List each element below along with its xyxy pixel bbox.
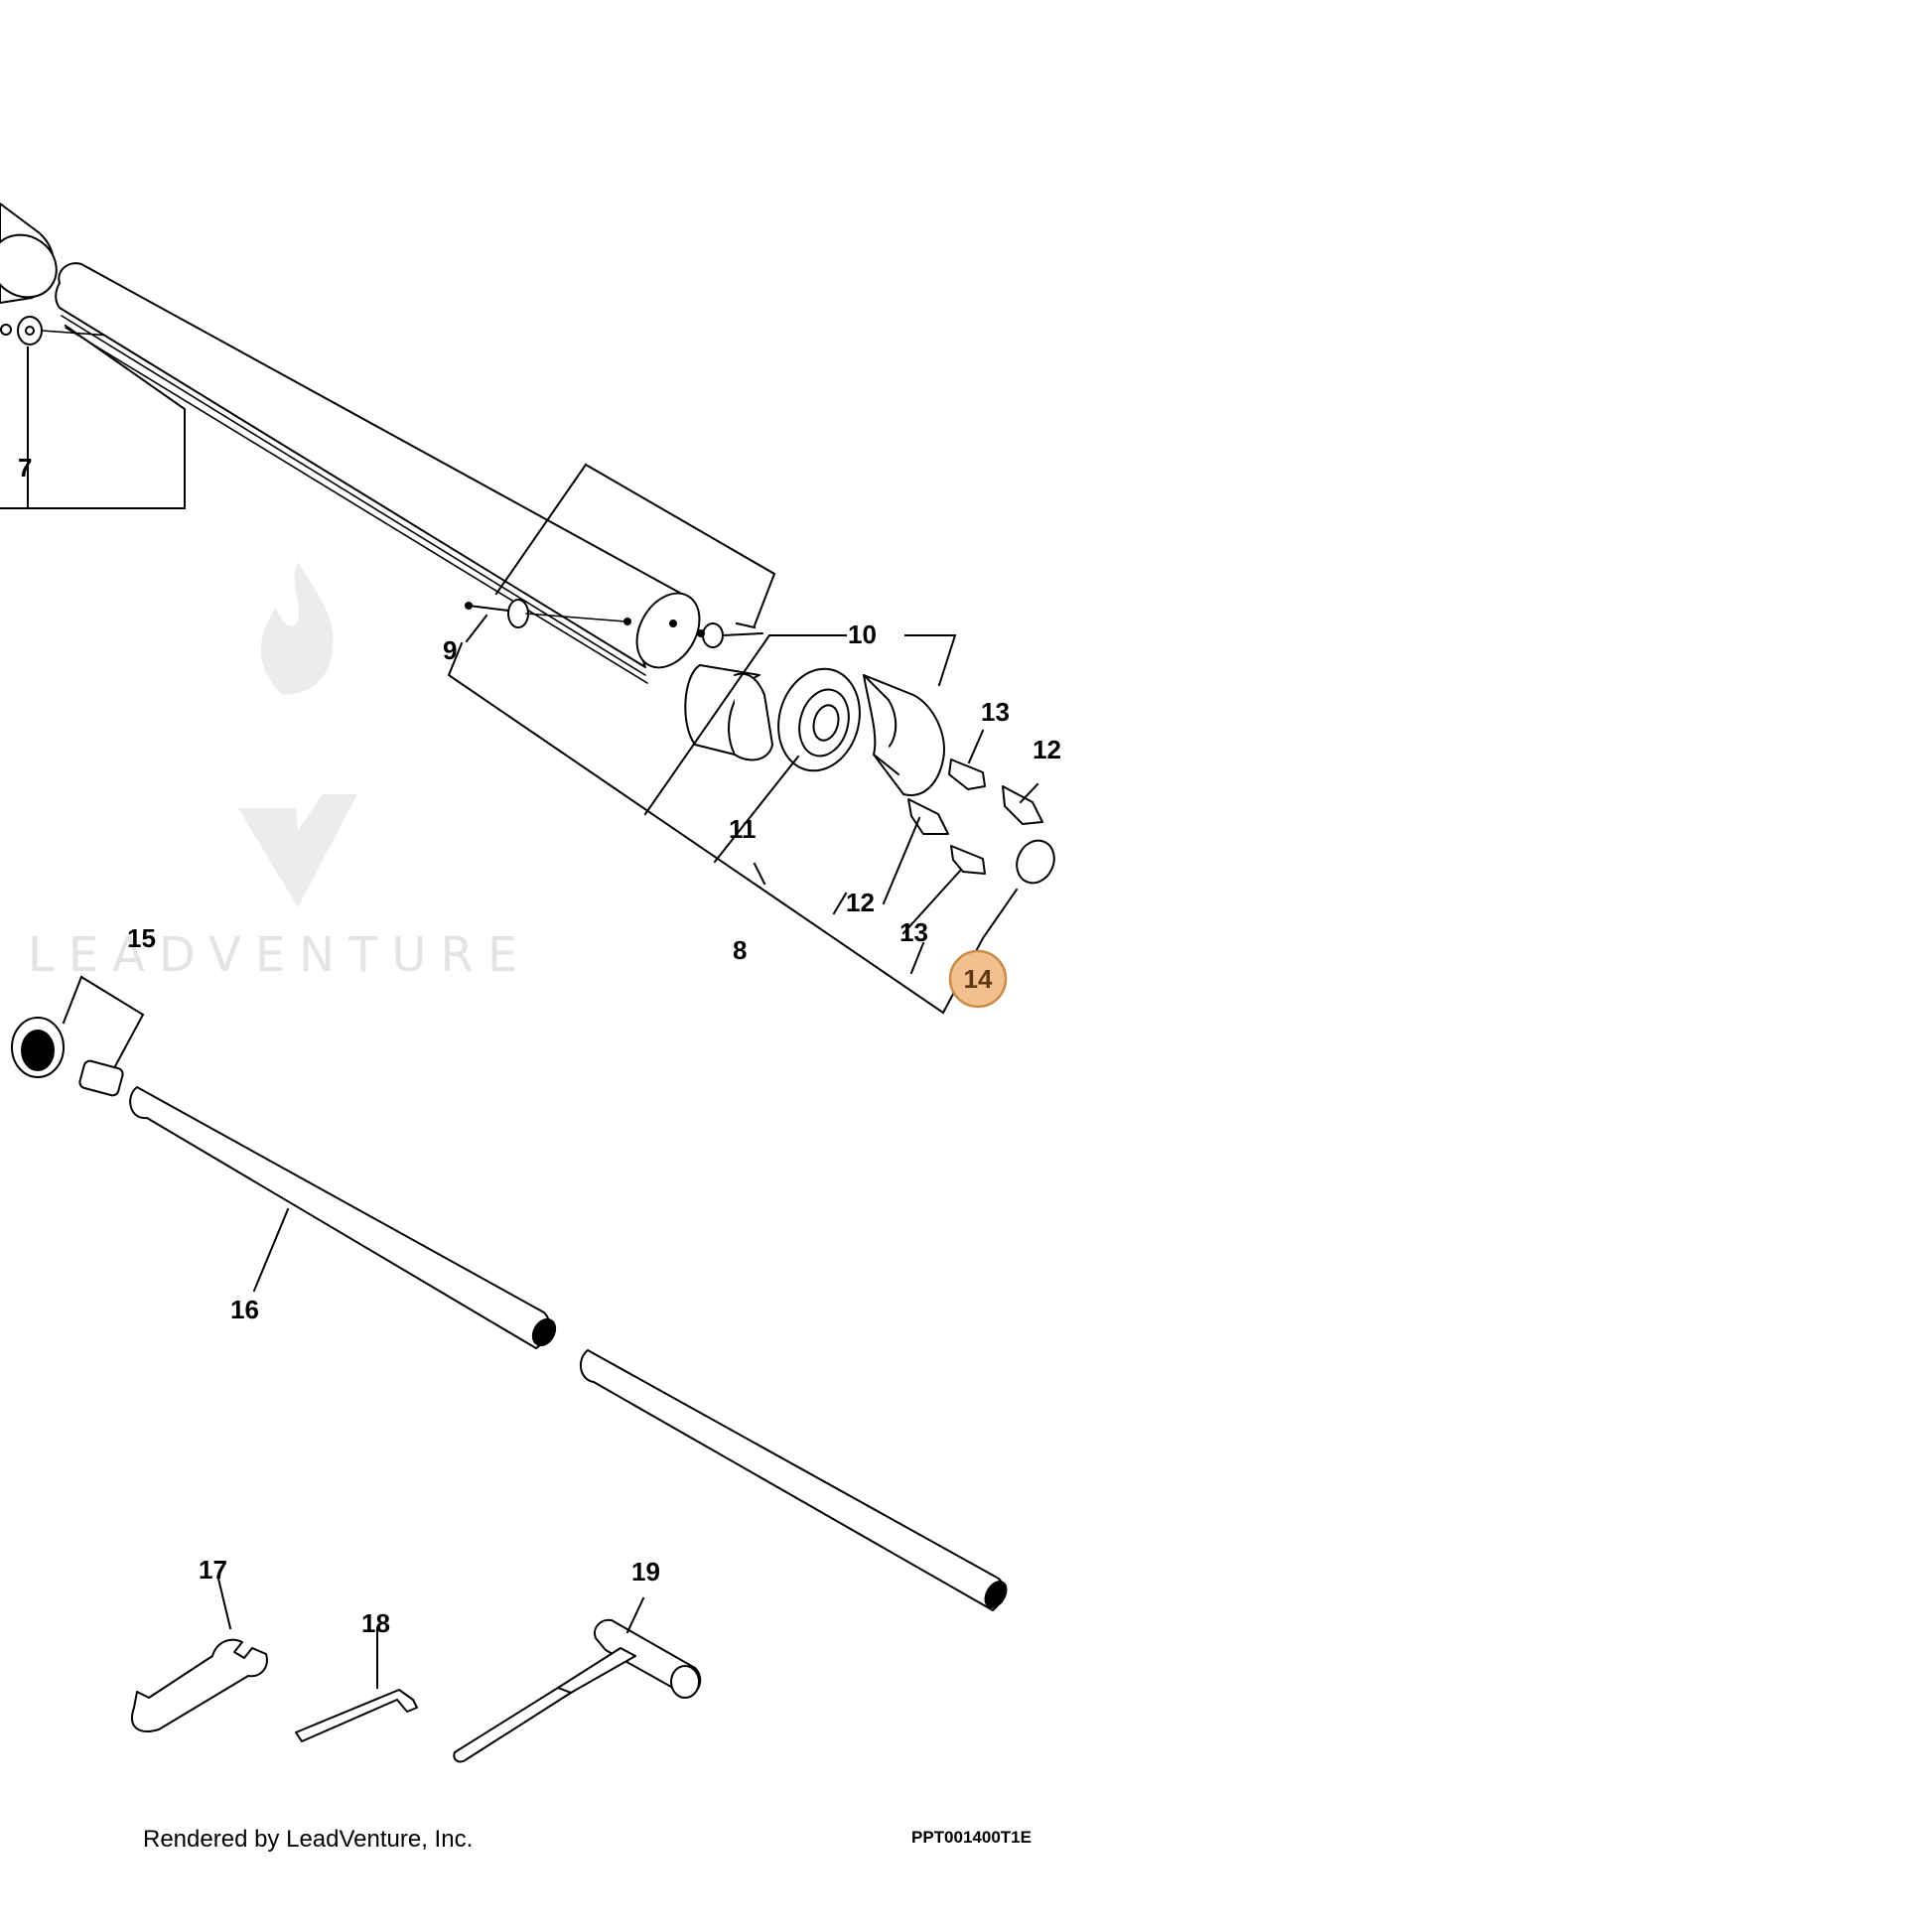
part-16-drawing <box>129 1086 1008 1611</box>
callout-7[interactable]: 7 <box>18 453 32 483</box>
callout-12-lower[interactable]: 12 <box>846 888 875 917</box>
part-15-drawing <box>11 1017 124 1097</box>
callout-11[interactable]: 11 <box>729 814 757 844</box>
callout-19[interactable]: 19 <box>631 1557 660 1587</box>
highlighted-callout-14[interactable]: 14 <box>948 949 1008 1009</box>
footer: Rendered by LeadVenture, Inc. PPT001400T… <box>143 1826 1032 1853</box>
callout-14[interactable]: 14 <box>964 964 993 994</box>
watermark: LEADVENTURE <box>28 562 531 983</box>
rendered-by-text: Rendered by LeadVenture, Inc. <box>143 1826 473 1853</box>
callout-labels: 7 8 9 10 11 12 12 13 13 15 16 17 18 19 <box>18 453 1061 1638</box>
housing-tube <box>55 262 701 684</box>
callout-13-lower[interactable]: 13 <box>899 917 928 947</box>
part-19-drawing <box>453 1618 702 1763</box>
callout-9[interactable]: 9 <box>443 635 457 665</box>
part-10-drawing <box>684 664 945 796</box>
part-11-drawing <box>777 667 861 772</box>
callout-17[interactable]: 17 <box>199 1555 227 1585</box>
part-7-drawing <box>0 203 148 345</box>
watermark-v-icon <box>238 794 357 907</box>
drawing-code-text: PPT001400T1E <box>911 1828 1032 1847</box>
part-14-drawing <box>1016 839 1055 885</box>
callout-15[interactable]: 15 <box>127 923 156 953</box>
leader-lines <box>0 324 1039 1689</box>
callout-12-upper[interactable]: 12 <box>1033 735 1061 764</box>
callout-13-upper[interactable]: 13 <box>981 697 1010 727</box>
part-12-13-drawing <box>907 759 1043 875</box>
highlight-circle[interactable] <box>948 949 1008 1009</box>
callout-10[interactable]: 10 <box>848 620 877 649</box>
callout-18[interactable]: 18 <box>361 1608 390 1638</box>
part-18-drawing <box>295 1689 418 1742</box>
part-17-drawing <box>131 1638 268 1732</box>
callout-8[interactable]: 8 <box>733 935 747 965</box>
watermark-text: LEADVENTURE <box>28 927 531 983</box>
watermark-flame-icon <box>260 562 334 695</box>
part-9-drawing <box>465 599 763 648</box>
callout-16[interactable]: 16 <box>230 1295 259 1324</box>
